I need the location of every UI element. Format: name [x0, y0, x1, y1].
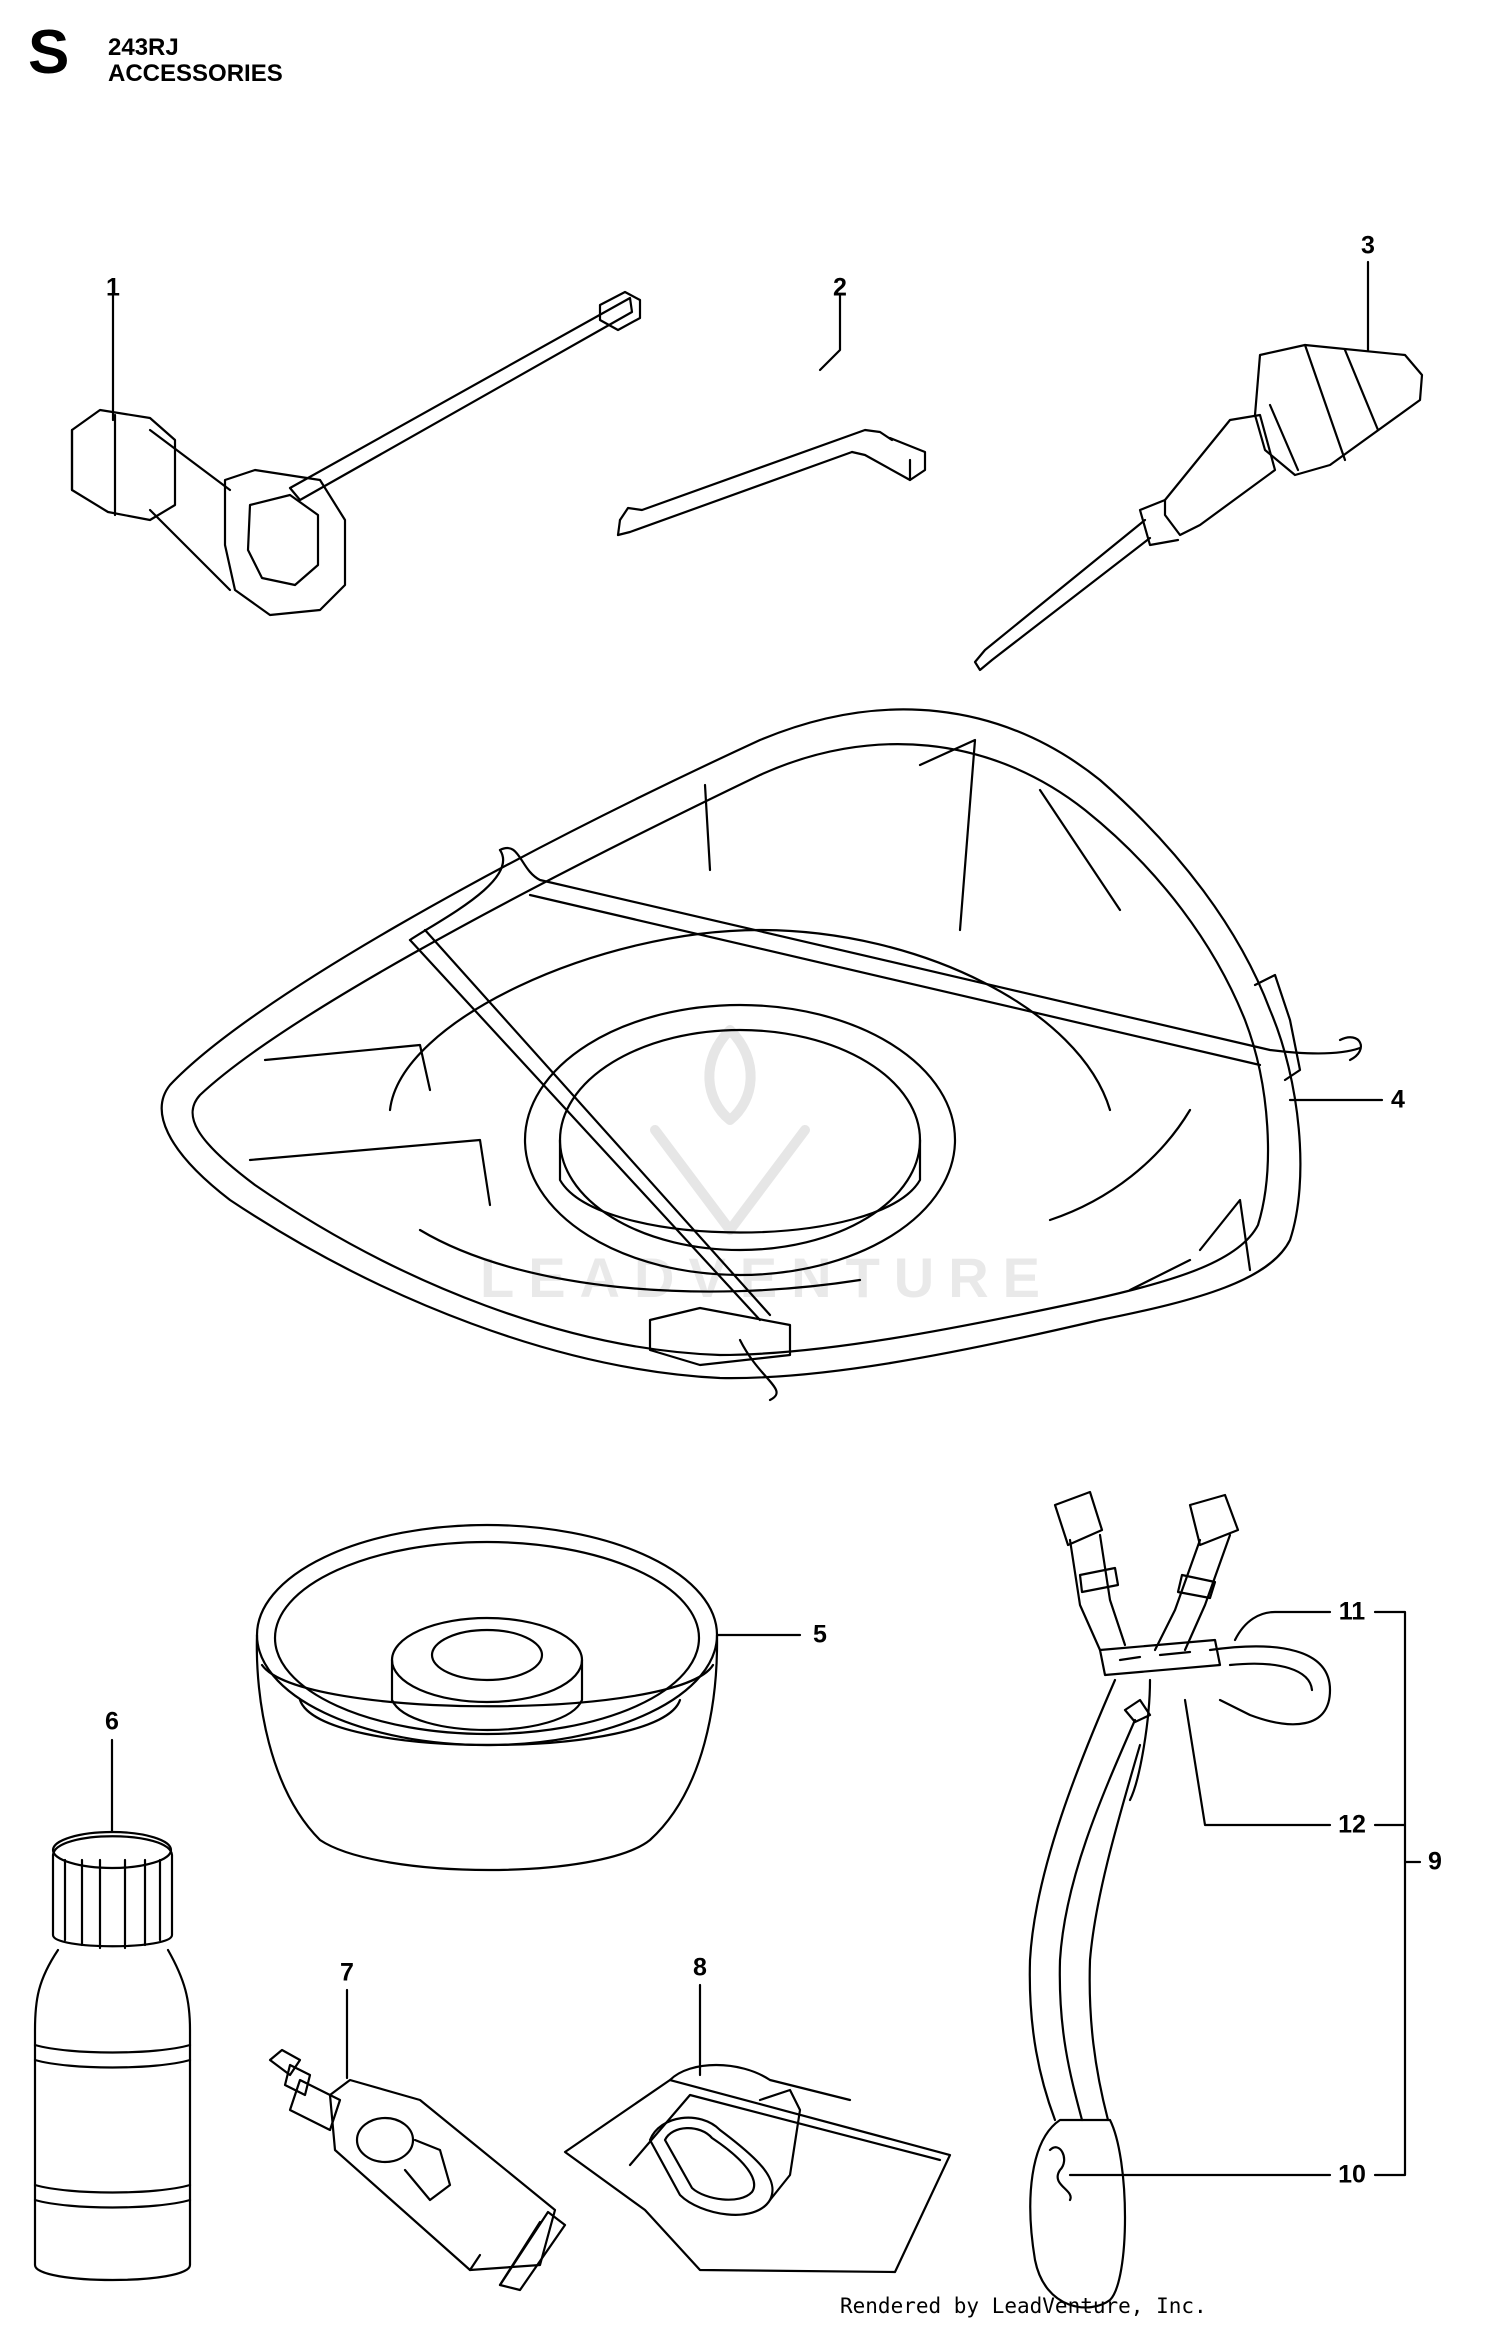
callout-1: 1: [106, 273, 120, 302]
callout-3: 3: [1361, 231, 1375, 260]
grease-tube-part: [268, 2048, 567, 2292]
callout-8: 8: [693, 1953, 707, 1982]
cover-bag-part: [563, 2064, 952, 2274]
callout-2: 2: [833, 273, 847, 302]
callout-12: 12: [1338, 1810, 1366, 1839]
footer-credit: Rendered by LeadVenture, Inc.: [840, 2294, 1207, 2318]
callout-7: 7: [340, 1958, 354, 1987]
spark-plug-wrench-part: [70, 290, 642, 617]
screwdriver-part: [973, 343, 1424, 672]
callout-11: 11: [1338, 1597, 1366, 1626]
harness-part: [1028, 1490, 1332, 2309]
watermark-logo-icon: [650, 1025, 810, 1235]
trimmer-guard-part: [160, 708, 1362, 1402]
callout-6: 6: [105, 1707, 119, 1736]
callout-9: 9: [1428, 1847, 1442, 1876]
model-number: 243RJ: [108, 34, 179, 61]
page-title: ACCESSORIES: [108, 60, 283, 87]
watermark-text: LEADVENTURE: [480, 1246, 1055, 1309]
section-letter: S: [28, 18, 70, 87]
bracket-9: [1373, 1610, 1422, 2177]
leader-11: [1233, 1610, 1332, 1642]
callout-10: 10: [1338, 2160, 1366, 2189]
hex-key-part: [616, 428, 927, 537]
callout-5: 5: [813, 1620, 827, 1649]
oil-bottle-part: [33, 1830, 192, 2282]
support-cup-part: [255, 1523, 719, 1872]
callout-4: 4: [1391, 1085, 1405, 1114]
leader-2: [818, 293, 842, 372]
leader-12: [1183, 1698, 1332, 1827]
